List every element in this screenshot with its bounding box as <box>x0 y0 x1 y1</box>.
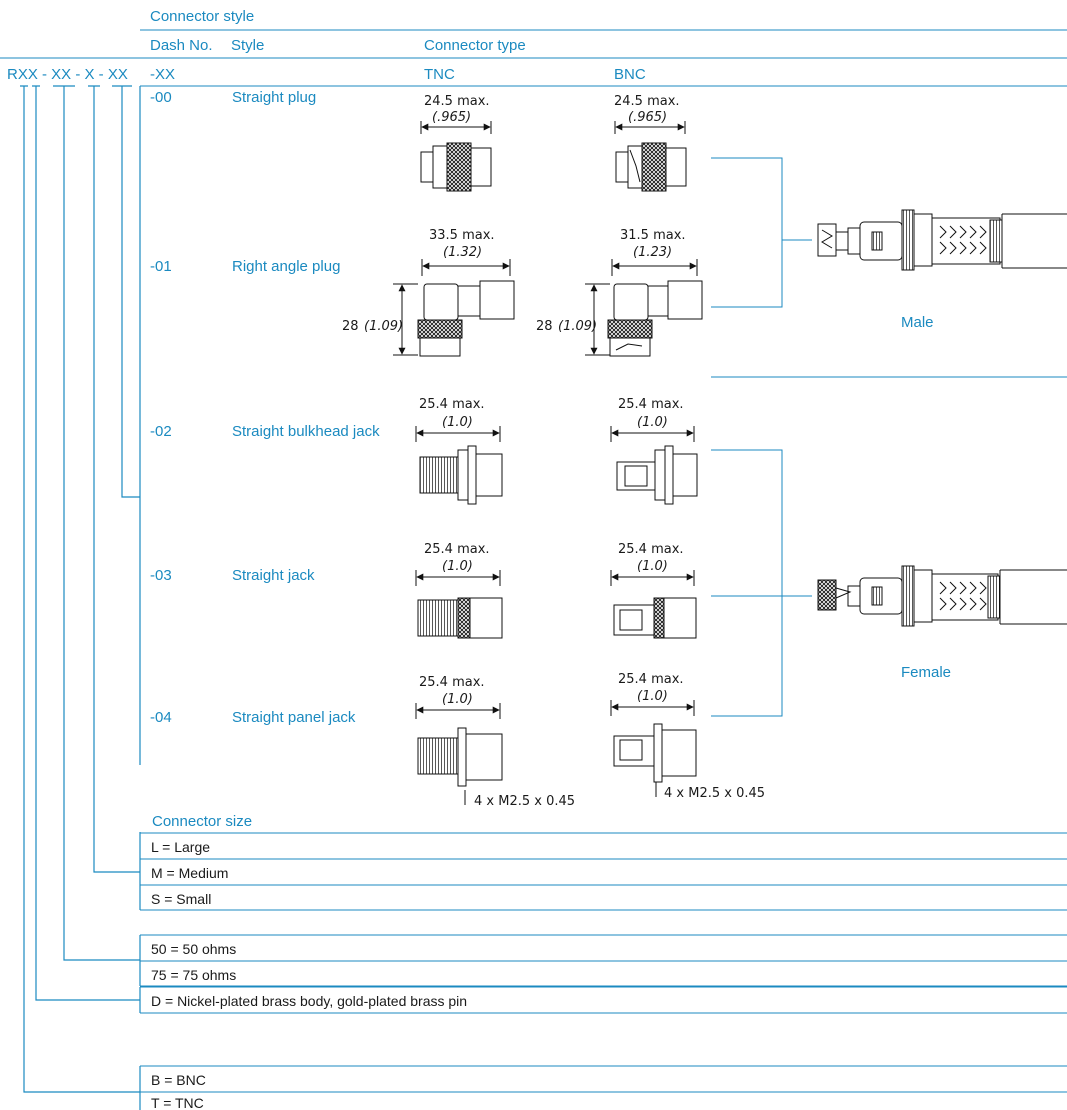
male-label: Male <box>901 314 934 331</box>
style-row-02: -02 Straight bulkhead jack <box>150 423 380 440</box>
female-connector-drawing <box>817 565 1067 627</box>
connector-type-heading: Connector type <box>424 37 526 54</box>
style-row-03: -03 Straight jack <box>150 567 315 584</box>
dash-02: -02 <box>150 423 172 440</box>
impedance-option-75: 75 = 75 ohms <box>151 967 236 983</box>
style-heading: Style <box>231 37 264 54</box>
bnc-03-dim: 25.4 max. <box>618 542 684 557</box>
dash-code: -XX <box>150 66 175 83</box>
tnc-right-angle-plug-drawing <box>417 280 515 357</box>
style-straight-bulkhead-jack: Straight bulkhead jack <box>232 423 380 440</box>
bnc-00-dim: 24.5 max. <box>614 94 680 109</box>
bnc-04-dim-in: (1.0) <box>637 689 668 704</box>
tnc-bulkhead-jack-drawing <box>419 445 503 505</box>
tnc-column-heading: TNC <box>424 66 455 83</box>
bnc-straight-jack-drawing <box>613 597 697 639</box>
tnc-01-dim-in: (1.32) <box>443 245 482 260</box>
style-row-00: -00 Straight plug <box>150 89 316 106</box>
dash-no-heading: Dash No. <box>150 37 213 54</box>
dash-00: -00 <box>150 89 172 106</box>
tnc-01-height: 28 <box>342 319 359 334</box>
style-straight-panel-jack: Straight panel jack <box>232 709 356 726</box>
bnc-01-dim-in: (1.23) <box>633 245 672 260</box>
bnc-right-angle-plug-drawing <box>607 280 703 357</box>
bnc-00-dim-in: (.965) <box>628 110 667 125</box>
tnc-03-dim: 25.4 max. <box>424 542 490 557</box>
male-connector-drawing <box>817 209 1067 271</box>
female-group-bracket <box>711 449 812 717</box>
type-option-bnc: B = BNC <box>151 1072 206 1088</box>
bnc-04-dim: 25.4 max. <box>618 672 684 687</box>
bnc-04-screw: 4 x M2.5 x 0.45 <box>664 786 765 801</box>
style-right-angle-plug: Right angle plug <box>232 258 340 275</box>
tnc-straight-jack-drawing <box>417 597 503 639</box>
tnc-04-dim: 25.4 max. <box>419 675 485 690</box>
connector-size-heading: Connector size <box>152 813 252 830</box>
bnc-column-heading: BNC <box>614 66 646 83</box>
bnc-bulkhead-jack-drawing <box>616 445 698 505</box>
tnc-02-dim-in: (1.0) <box>442 415 473 430</box>
tnc-02-dim: 25.4 max. <box>419 397 485 412</box>
bnc-straight-plug-drawing <box>615 142 687 192</box>
male-group-bracket <box>711 157 812 308</box>
type-option-tnc: T = TNC <box>151 1095 204 1110</box>
style-row-04: -04 Straight panel jack <box>150 709 356 726</box>
tnc-03-dim-in: (1.0) <box>442 559 473 574</box>
tnc-04-dim-in: (1.0) <box>442 692 473 707</box>
size-option-large: L = Large <box>151 839 210 855</box>
female-label: Female <box>901 664 951 681</box>
bnc-02-dim: 25.4 max. <box>618 397 684 412</box>
dimension-labels: 24.5 max. (.965) 24.5 max. (.965) 33.5 m… <box>342 94 765 809</box>
tnc-straight-plug-drawing <box>420 142 492 192</box>
size-option-small: S = Small <box>151 891 211 907</box>
tnc-01-dim: 33.5 max. <box>429 228 495 243</box>
size-option-medium: M = Medium <box>151 865 228 881</box>
bnc-02-dim-in: (1.0) <box>637 415 668 430</box>
dash-01: -01 <box>150 258 172 275</box>
style-row-01: -01 Right angle plug <box>150 258 340 275</box>
dash-03: -03 <box>150 567 172 584</box>
style-straight-jack: Straight jack <box>232 567 315 584</box>
bnc-01-dim: 31.5 max. <box>620 228 686 243</box>
dash-04: -04 <box>150 709 172 726</box>
code-bracket-lines <box>20 85 141 1110</box>
style-straight-plug: Straight plug <box>232 89 316 106</box>
bnc-03-dim-in: (1.0) <box>637 559 668 574</box>
tnc-00-dim-in: (.965) <box>432 110 471 125</box>
bnc-panel-jack-drawing <box>613 723 697 783</box>
bnc-01-height: 28 <box>536 319 553 334</box>
part-number-code: RXX - XX - X - XX <box>7 66 128 83</box>
plating-option-d: D = Nickel-plated brass body, gold-plate… <box>151 993 467 1009</box>
bnc-01-height-in: (1.09) <box>558 319 597 334</box>
connector-style-heading: Connector style <box>150 8 254 25</box>
tnc-00-dim: 24.5 max. <box>424 94 490 109</box>
impedance-option-50: 50 = 50 ohms <box>151 941 236 957</box>
tnc-panel-jack-drawing <box>417 727 503 787</box>
tnc-04-screw: 4 x M2.5 x 0.45 <box>474 794 575 809</box>
tnc-01-height-in: (1.09) <box>364 319 403 334</box>
